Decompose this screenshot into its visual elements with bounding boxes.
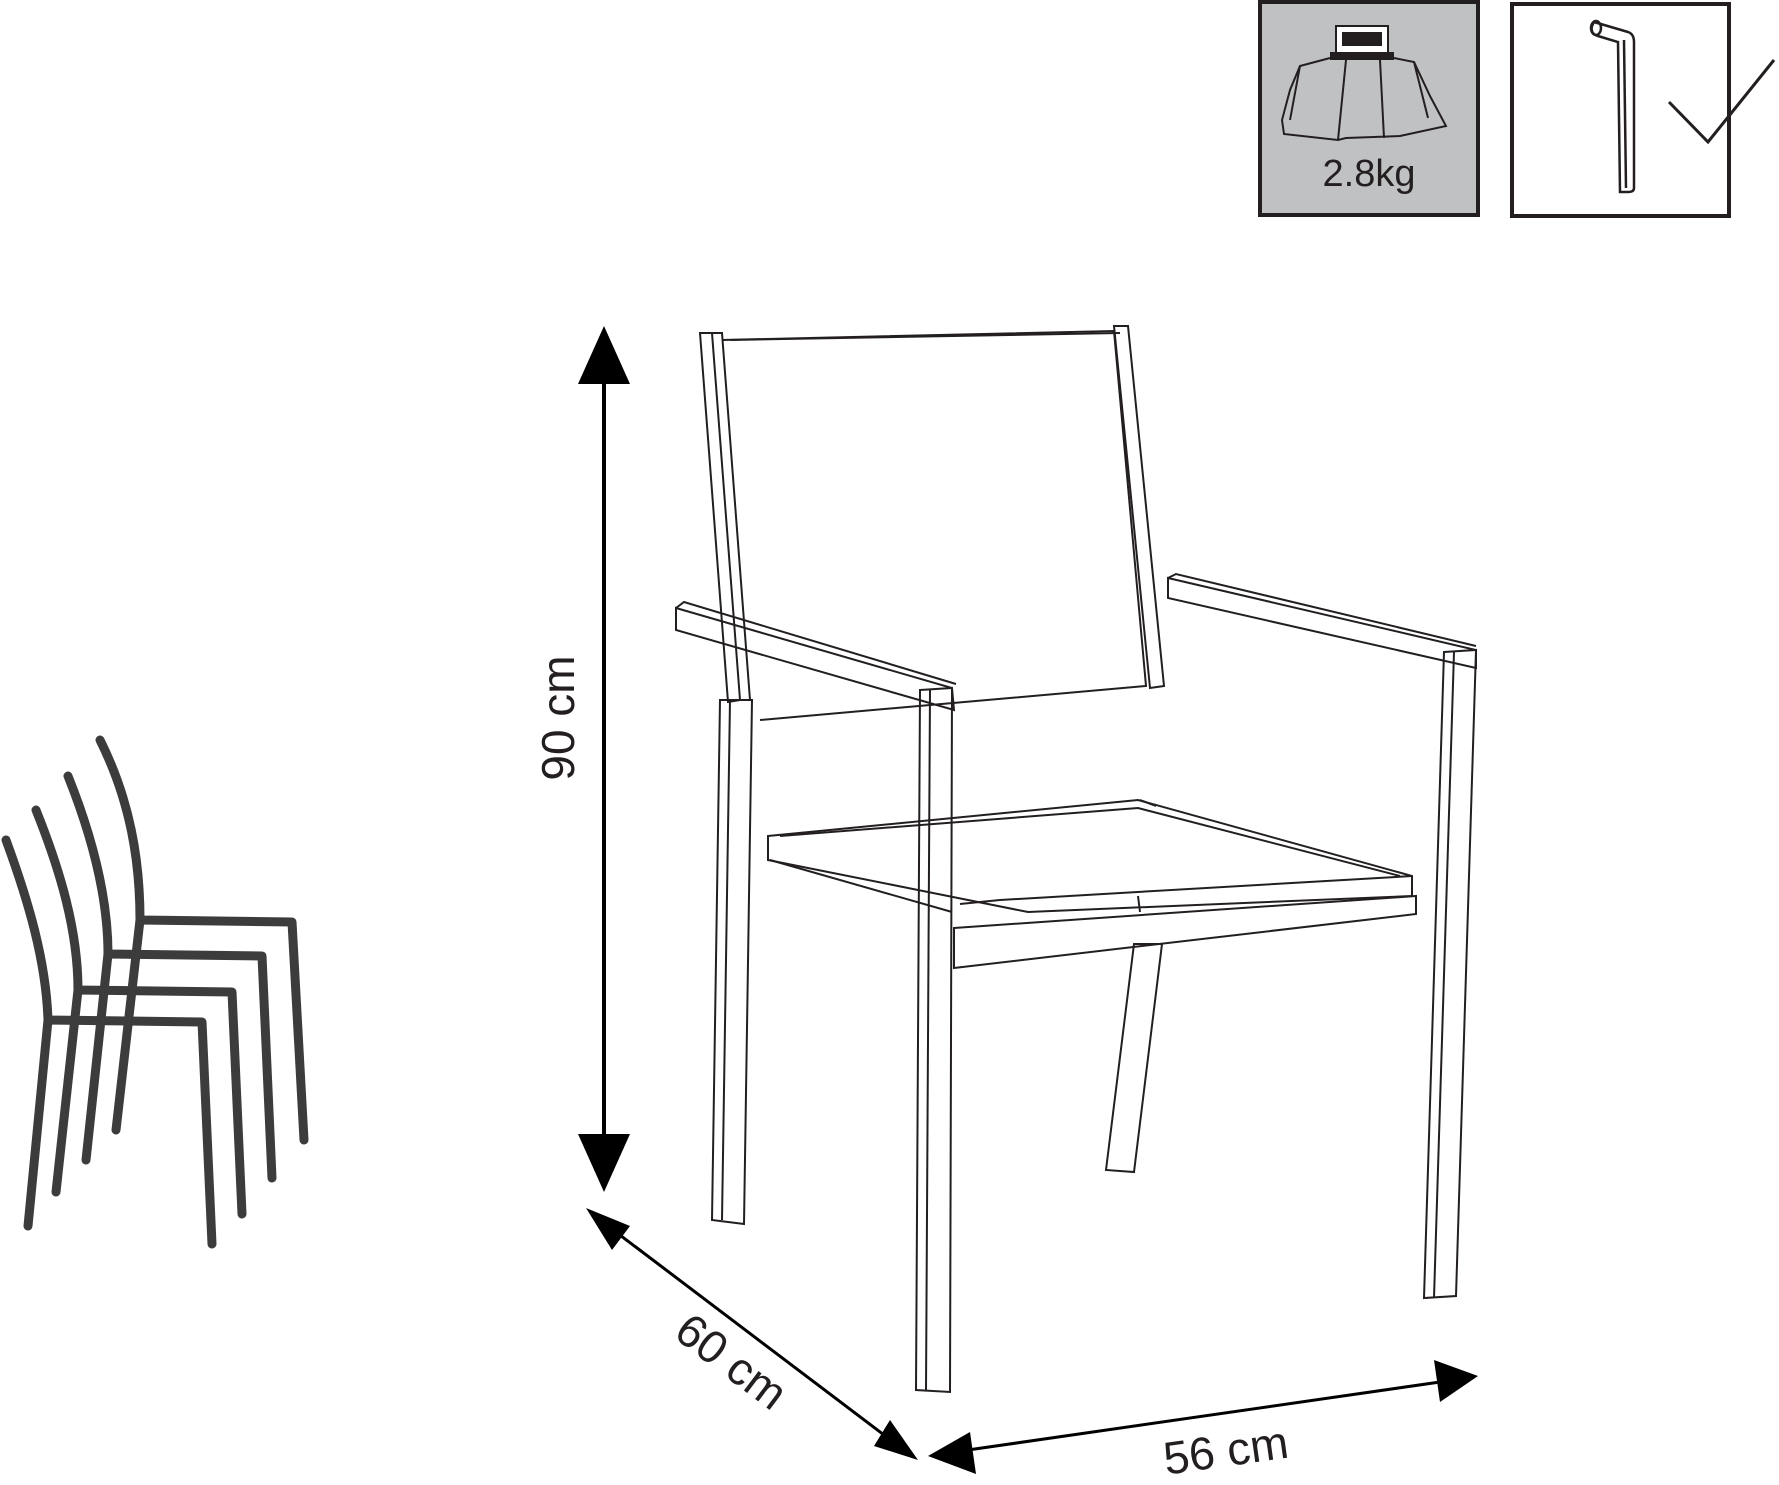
depth-dimension-arrow: [586, 1208, 918, 1460]
stacked-chairs-icon: [1, 735, 309, 1249]
box-weight-icon: [1280, 25, 1448, 142]
height-dimension-arrow: [578, 326, 630, 1192]
height-label: 90 cm: [532, 655, 584, 780]
allen-key-icon: [1589, 19, 1636, 194]
weight-label: 2.8kg: [1323, 153, 1416, 195]
checkmark-icon: [1667, 59, 1776, 145]
armchair-line-drawing: [675, 325, 1478, 1394]
width-label: 56 cm: [1160, 1416, 1291, 1485]
width-dimension-arrow: [928, 1360, 1478, 1474]
tool-badge: [1510, 2, 1776, 218]
weight-badge: 2.8kg: [1258, 0, 1480, 217]
